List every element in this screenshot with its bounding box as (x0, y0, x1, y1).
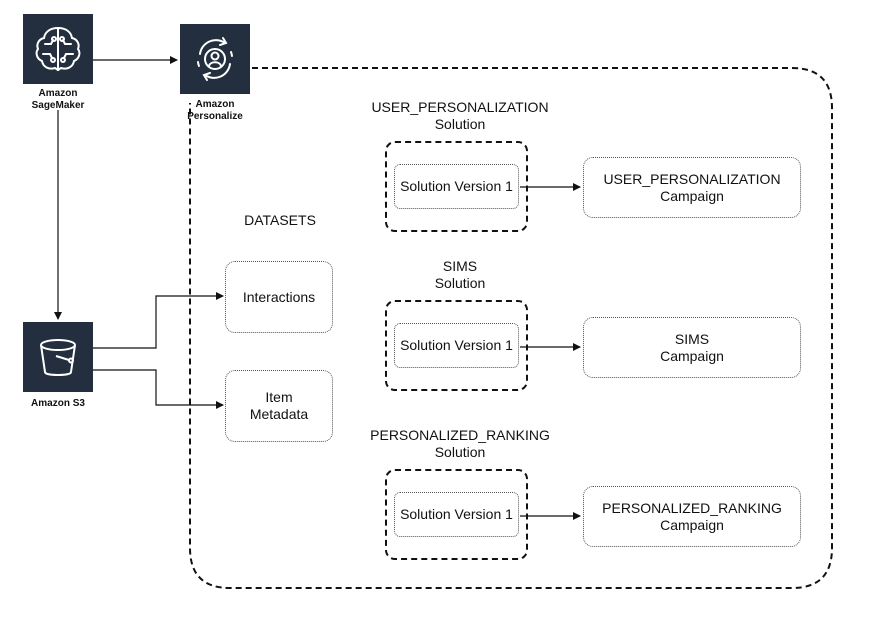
s3-label: Amazon S3 (31, 398, 85, 409)
solution-title-2-sub: Solution (434, 275, 486, 291)
s3-to-item-metadata-arrow (93, 369, 224, 409)
campaign-3-name: PERSONALIZED_RANKING (602, 499, 782, 516)
item-metadata-label-line2: Metadata (249, 406, 309, 422)
solution-version-3-label: Solution Version 1 (400, 506, 513, 522)
interactions-dataset: Interactions (225, 261, 333, 333)
campaign-3: PERSONALIZED_RANKING Campaign (583, 486, 801, 547)
campaign-2-name: SIMS (674, 330, 710, 347)
person-cycle-icon (197, 37, 233, 81)
campaign-1-type: Campaign (660, 187, 724, 204)
campaign-1-name: USER_PERSONALIZATION (603, 170, 781, 187)
solution-version-1: Solution Version 1 (394, 164, 519, 209)
campaign-1: USER_PERSONALIZATION Campaign (583, 157, 801, 218)
solution-1: Solution Version 1 (385, 141, 528, 232)
campaign-2: SIMS Campaign (583, 317, 801, 378)
bucket-icon (40, 339, 76, 376)
solution-2: Solution Version 1 (385, 300, 528, 391)
datasets-heading: DATASETS (244, 212, 316, 228)
personalize-label-line2: Personalize (187, 111, 243, 122)
solution-title-2: SIMS Solution (330, 258, 590, 292)
solution-3: Solution Version 1 (385, 469, 528, 560)
sagemaker-label-line2: SageMaker (31, 100, 85, 111)
sagemaker-icon (23, 14, 93, 84)
brain-icon (35, 27, 81, 71)
sagemaker-label: Amazon SageMaker (13, 88, 103, 112)
interactions-label: Interactions (242, 288, 316, 305)
personalize-icon (180, 24, 250, 94)
s3-icon (23, 322, 93, 392)
solution-title-1-sub: Solution (434, 116, 486, 132)
solution-title-3: PERSONALIZED_RANKING Solution (330, 427, 590, 461)
solution-title-1-name: USER_PERSONALIZATION (371, 99, 549, 115)
item-metadata-dataset: Item Metadata (225, 370, 333, 442)
solution-title-3-name: PERSONALIZED_RANKING (370, 427, 550, 443)
solution-title-1: USER_PERSONALIZATION Solution (330, 99, 590, 133)
solution-title-2-name: SIMS (442, 258, 478, 274)
sagemaker-label-line1: Amazon (38, 88, 78, 99)
solution-version-3: Solution Version 1 (394, 492, 519, 537)
personalize-label-line1: Amazon (195, 99, 235, 110)
solution-title-3-sub: Solution (434, 444, 486, 460)
personalize-label: Amazon Personalize (170, 99, 260, 123)
solution-version-2: Solution Version 1 (394, 323, 519, 368)
item-metadata-label-line1: Item (265, 389, 293, 405)
personalize-container (189, 67, 833, 589)
solution-version-1-label: Solution Version 1 (400, 178, 513, 194)
solution-version-2-label: Solution Version 1 (400, 337, 513, 353)
campaign-2-type: Campaign (660, 347, 724, 364)
s3-to-interactions-arrow (93, 292, 224, 349)
campaign-3-type: Campaign (660, 516, 724, 533)
